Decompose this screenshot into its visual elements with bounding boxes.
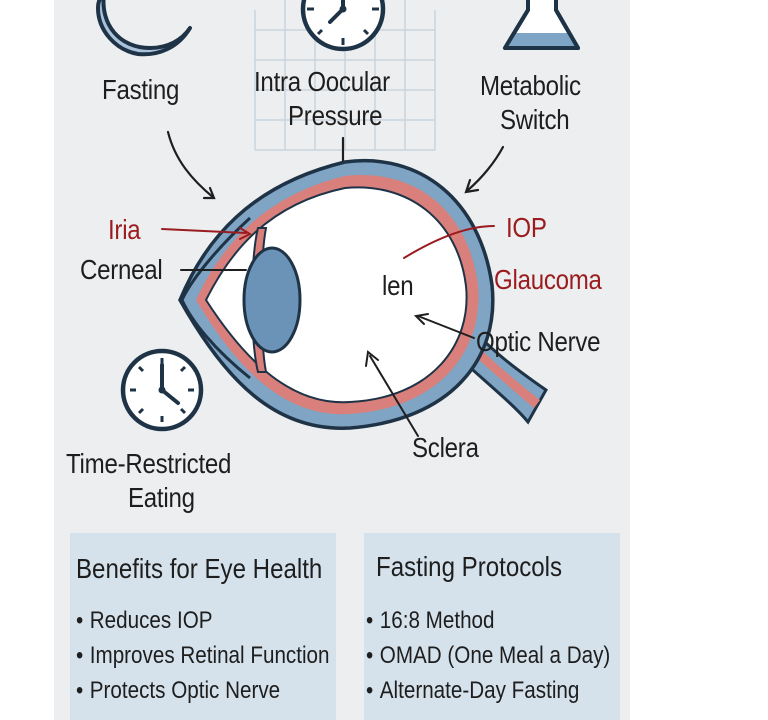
label-optic-nerve: Optic Nerve (476, 326, 601, 357)
benefits-list: •Reduces IOP •Improves Retinal Function … (76, 603, 371, 708)
benefits-title: Benefits for Eye Health (76, 553, 323, 584)
list-item: •Reduces IOP (76, 607, 213, 634)
leader-lines (161, 225, 495, 437)
label-iop: IOP (506, 212, 547, 243)
protocols-title: Fasting Protocols (376, 551, 563, 582)
list-item: •16:8 Method (366, 607, 495, 634)
list-item: •Improves Retinal Function (76, 642, 330, 669)
eyeball (178, 159, 495, 430)
clock-icon (120, 348, 204, 432)
label-glaucoma: Glaucoma (494, 264, 602, 295)
label-metabolic-line1: Metabolic (480, 70, 581, 101)
list-item: •OMAD (One Meal a Day) (366, 642, 611, 669)
label-time-restricted-line2: Eating (128, 482, 195, 513)
list-item: •Protects Optic Nerve (76, 677, 281, 704)
label-iria: Iria (108, 214, 141, 245)
label-cerneal: Cerneal (80, 254, 163, 285)
label-sclera: Sclera (412, 432, 479, 463)
label-time-restricted-line1: Time-Restricted (66, 448, 232, 479)
lab-flask-icon (503, 0, 580, 50)
protocols-box: Fasting Protocols •16:8 Method •OMAD (On… (364, 533, 620, 720)
clock-icon (300, 0, 386, 52)
benefits-box: Benefits for Eye Health •Reduces IOP •Im… (70, 533, 336, 720)
label-len: len (382, 270, 414, 301)
label-metabolic-line2: Switch (500, 104, 570, 135)
crescent-moon-icon (96, 0, 192, 57)
label-fasting: Fasting (102, 74, 180, 105)
label-iop-title-line1: Intra Oocular (254, 66, 390, 97)
label-iop-title-line2: Pressure (288, 100, 383, 131)
protocols-list: •16:8 Method •OMAD (One Meal a Day) •Alt… (366, 603, 650, 708)
list-item: •Alternate-Day Fasting (366, 677, 580, 704)
